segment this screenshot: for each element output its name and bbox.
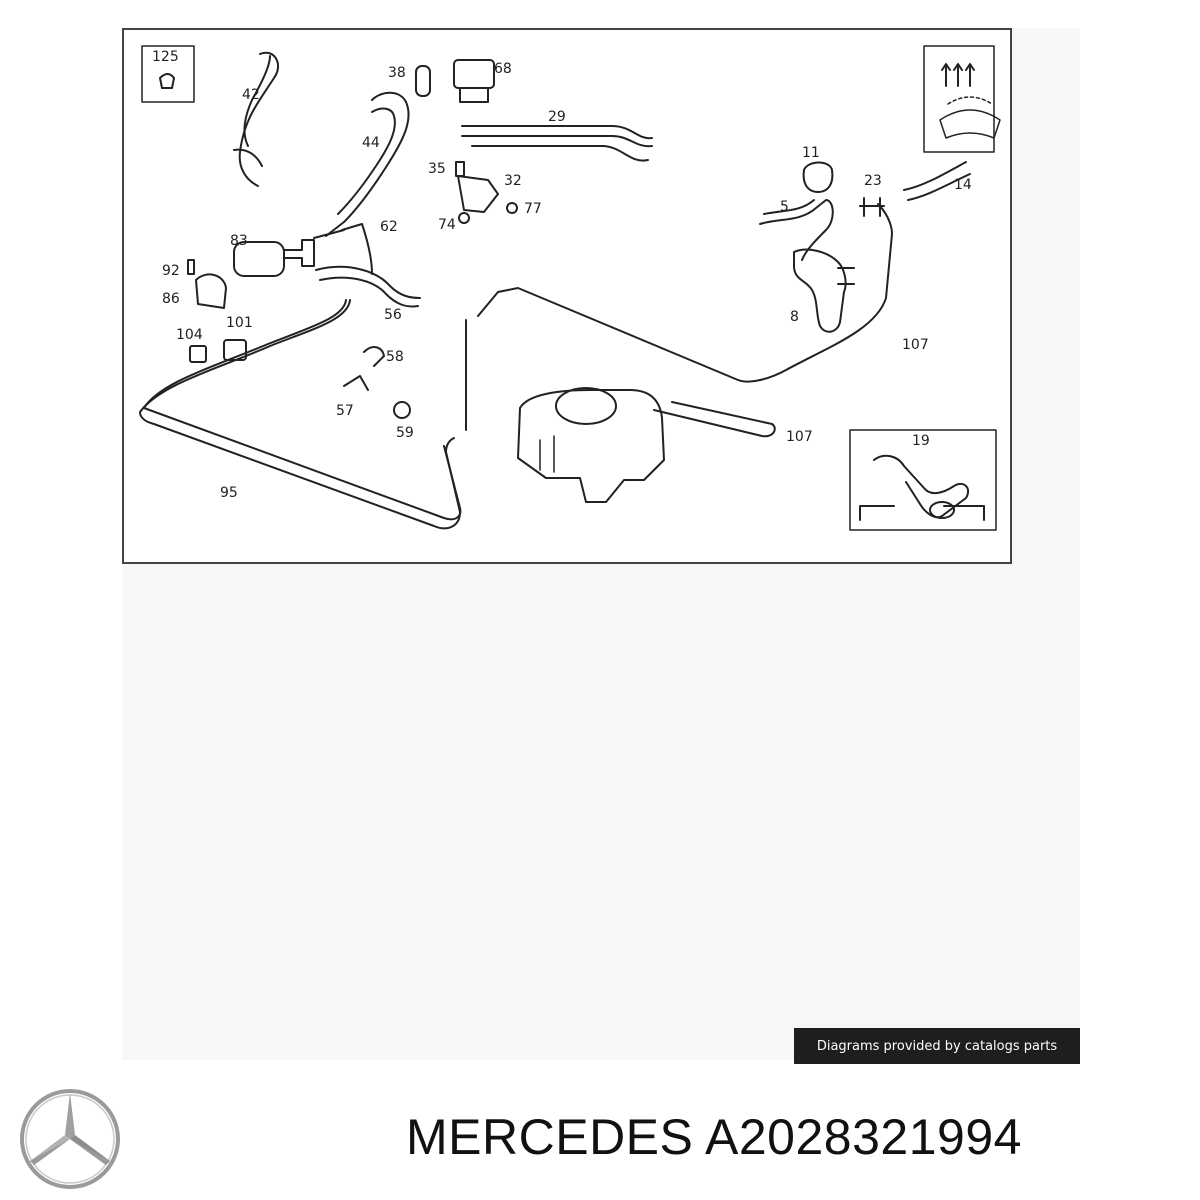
hose-56: [315, 265, 421, 299]
line-107-lower: [653, 401, 776, 438]
inset-box-heater-symbol: [923, 45, 995, 153]
callout-8: 8: [790, 309, 799, 325]
callout-29: 29: [548, 109, 566, 125]
clip-58: [363, 346, 385, 367]
inset-box-125: [141, 45, 195, 103]
bracket-86: [195, 273, 227, 309]
heat-arrows: [941, 63, 975, 87]
callout-59: 59: [396, 425, 414, 441]
hose-62: [341, 223, 373, 275]
inset-box-19: [849, 429, 997, 531]
hose-5: [759, 199, 834, 261]
line-107-upper: [477, 203, 893, 383]
callout-57: 57: [336, 403, 354, 419]
parts-diagram: 125 42 38 68 29 44 35 32 77 74 62 83 92 …: [122, 28, 1012, 564]
parts-diagram-drawing: [139, 45, 1001, 531]
clip-104: [189, 345, 207, 363]
callout-68: 68: [494, 61, 512, 77]
callout-83: 83: [230, 233, 248, 249]
callout-56: 56: [384, 307, 402, 323]
callout-11: 11: [802, 145, 820, 161]
callout-5: 5: [780, 199, 789, 215]
coolant-reservoir: [517, 389, 665, 503]
reservoir-cap: [555, 387, 617, 425]
ring-11: [802, 161, 834, 193]
hose-42: [238, 51, 279, 187]
diagram-credit-badge: Diagrams provided by catalogs parts: [794, 1028, 1080, 1064]
callout-23: 23: [864, 173, 882, 189]
bolt-59: [393, 401, 411, 419]
callout-74: 74: [438, 217, 456, 233]
callout-38: 38: [388, 65, 406, 81]
hose-44: [325, 91, 410, 237]
callout-107-upper: 107: [902, 337, 929, 353]
callout-101: 101: [226, 315, 253, 331]
callout-58: 58: [386, 349, 404, 365]
callout-62: 62: [380, 219, 398, 235]
windshield-symbol: [939, 109, 1001, 139]
mercedes-star-logo-icon: [20, 1089, 120, 1189]
callout-14: 14: [954, 177, 972, 193]
callout-77: 77: [524, 201, 542, 217]
callout-107-lower: 107: [786, 429, 813, 445]
hose-8: [793, 248, 847, 333]
callout-92: 92: [162, 263, 180, 279]
bracket-32: [457, 175, 499, 213]
hose-14: [903, 161, 971, 201]
valve-68: [453, 59, 495, 89]
pipes-29: [461, 125, 653, 162]
callout-44: 44: [362, 135, 380, 151]
grommet-38: [415, 65, 431, 97]
seal-ring: [929, 501, 955, 519]
bracket-57: [343, 375, 369, 391]
part-number-title: MERCEDES A2028321994: [406, 1109, 1022, 1165]
callout-104: 104: [176, 327, 203, 343]
callout-35: 35: [428, 161, 446, 177]
callout-42: 42: [242, 87, 260, 103]
callout-86: 86: [162, 291, 180, 307]
callout-19: 19: [912, 433, 930, 449]
clip-125-shape: [159, 73, 175, 89]
callout-95: 95: [220, 485, 238, 501]
callout-125: 125: [152, 49, 179, 65]
callout-32: 32: [504, 173, 522, 189]
connector-23: [859, 197, 885, 217]
